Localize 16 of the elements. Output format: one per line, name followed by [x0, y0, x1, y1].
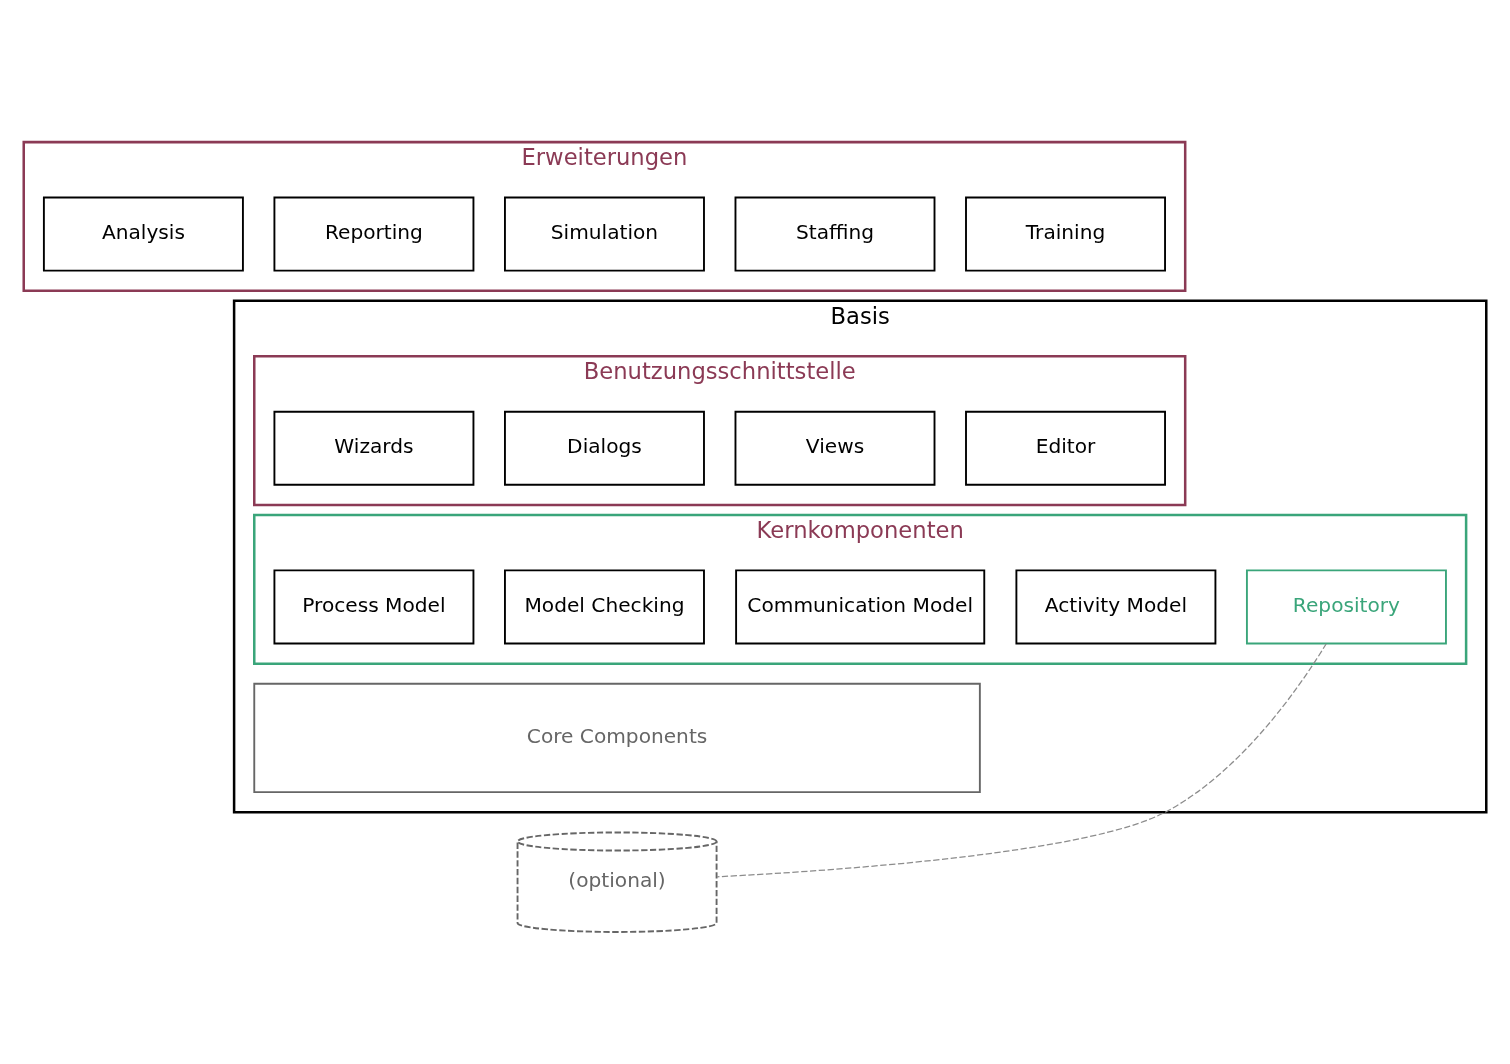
node-box: Views	[734, 410, 936, 486]
connector	[716, 643, 1327, 878]
node-box: Activity Model	[1015, 569, 1217, 645]
node-box: Staffing	[734, 196, 936, 272]
node-box: Wizards	[273, 410, 475, 486]
node-box: Process Model	[273, 569, 475, 645]
node-box: Model Checking	[504, 569, 705, 645]
node-box: Dialogs	[504, 410, 705, 486]
node-box: Training	[965, 196, 1166, 272]
node-box: Reporting	[273, 196, 475, 272]
node-box: Analysis	[42, 196, 244, 272]
node-box: Core Components	[253, 682, 981, 794]
node-box: Editor	[965, 410, 1166, 486]
node-box: Communication Model	[735, 569, 986, 645]
node-box: Repository	[1245, 569, 1447, 645]
node-box: Simulation	[504, 196, 705, 272]
